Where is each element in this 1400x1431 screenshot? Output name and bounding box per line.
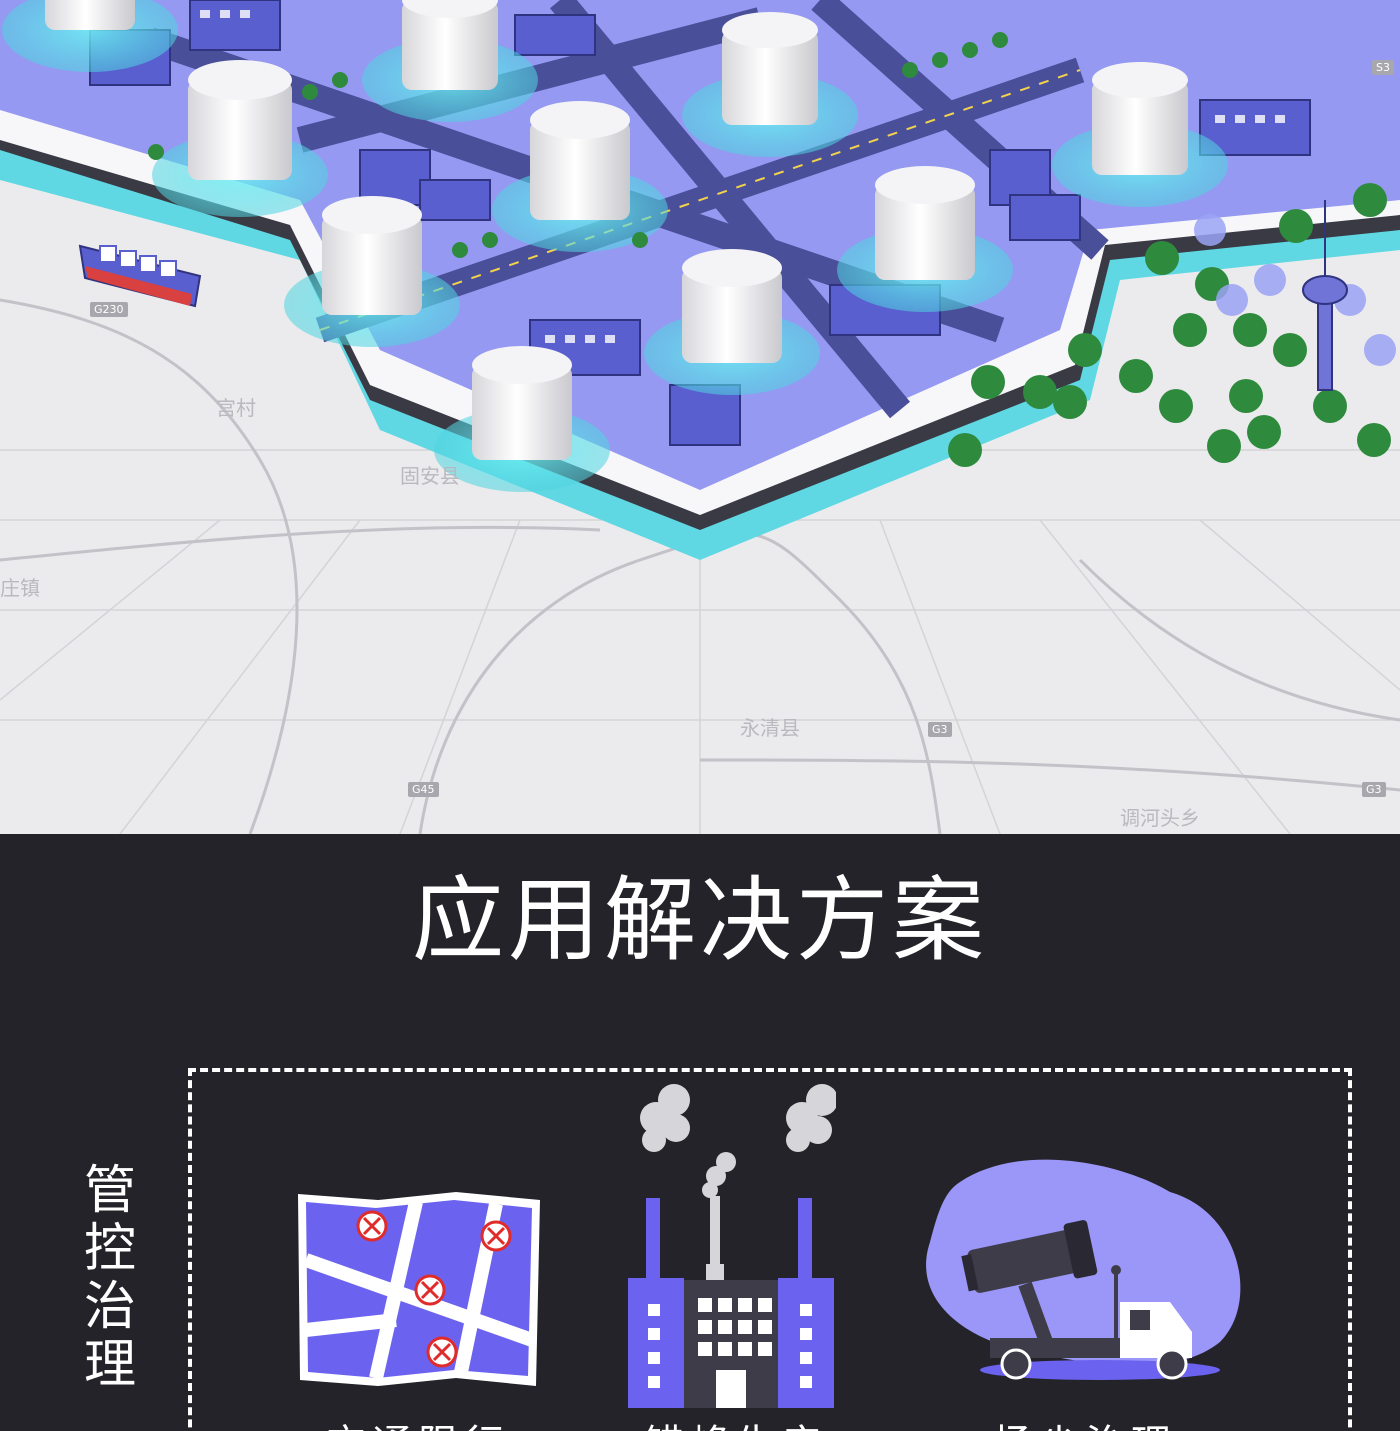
air-sensor-units [2,0,1228,492]
solution-label-traffic: 交通限行 [268,1412,568,1431]
perspective-grid [0,449,1400,834]
solution-card-factory[interactable] [626,1078,838,1412]
trees [148,32,1396,467]
tv-tower [1302,200,1348,391]
solution-label-factory: 错峰生产 [586,1412,886,1431]
dashed-frame [188,1068,1352,1431]
place-label: 永清县 [740,716,800,740]
factory-smoke-icon [628,1084,838,1408]
road-shield: S3 [1372,60,1394,75]
place-label: 固安县 [400,464,460,488]
place-label: 宫村 [216,396,256,420]
category-label: 管控治理 [83,1161,136,1395]
solution-card-dust[interactable] [920,1152,1250,1396]
solutions-section: 应用解决方案 管控治理 交通限行 [0,834,1400,1431]
place-label: 调河头乡 [1120,806,1200,830]
cargo-ship [78,244,202,308]
dust-cannon-truck-icon [926,1159,1241,1380]
map-artwork [0,0,1400,834]
place-label: 庄镇 [0,576,40,600]
solution-label-dust: 扬尘治理 [935,1412,1235,1431]
road-shield: G3 [1362,782,1386,797]
road-shield: G3 [928,722,952,737]
restricted-map-icon [298,1192,540,1386]
road-shield: G45 [408,782,439,797]
city-map-illustration: 宫村 固安县 庄镇 永清县 调河头乡 G230 G45 G3 G3 S3 [0,0,1400,834]
section-title: 应用解决方案 [411,867,988,974]
road-shield: G230 [90,302,128,317]
solution-card-traffic[interactable] [296,1190,546,1394]
